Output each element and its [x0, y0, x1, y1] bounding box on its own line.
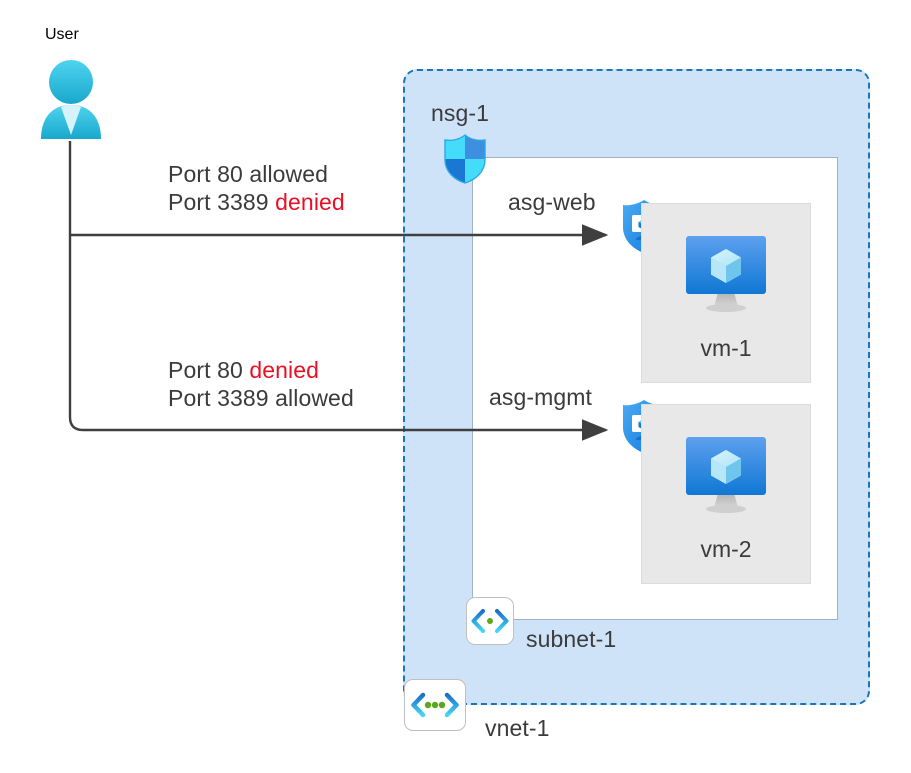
user-icon	[37, 57, 105, 141]
vm-1-card: vm-1	[641, 203, 811, 383]
vm-2-label: vm-2	[700, 536, 752, 562]
flow-mgmt-rules: Port 80 denied Port 3389 allowed	[168, 356, 354, 412]
vnet-label: vnet-1	[485, 715, 550, 741]
asg-web-label: asg-web	[508, 189, 596, 215]
virtual-machine-icon	[678, 232, 774, 318]
shield-icon	[443, 134, 487, 184]
flow-mgmt-rule-2-prefix: Port 3389	[168, 385, 276, 411]
flow-mgmt-rule-line-1: Port 80 denied	[168, 356, 354, 384]
flow-mgmt-rule-2-status: allowed	[275, 385, 354, 411]
flow-web-rule-2-prefix: Port 3389	[168, 189, 276, 215]
flow-web-rule-1-status: allowed	[249, 161, 329, 187]
nsg-label: nsg-1	[431, 100, 490, 126]
vm-2-card: vm-2	[641, 404, 811, 584]
flow-mgmt-rule-1-prefix: Port 80	[168, 357, 250, 383]
flow-web-rule-line-1: Port 80 allowed	[168, 160, 345, 188]
asg-mgmt-label: asg-mgmt	[489, 384, 593, 410]
user-label: User	[45, 26, 79, 43]
flow-mgmt-rule-1-status: denied	[249, 357, 320, 383]
subnet-label: subnet-1	[526, 626, 617, 652]
vm-1-label: vm-1	[700, 335, 752, 361]
flow-web-rules: Port 80 allowed Port 3389 denied	[168, 160, 345, 216]
subnet-icon	[466, 597, 514, 645]
virtual-machine-icon	[678, 433, 774, 519]
flow-mgmt-rule-line-2: Port 3389 allowed	[168, 384, 354, 412]
vnet-icon	[404, 679, 466, 731]
flow-web-rule-2-status: denied	[275, 189, 345, 215]
flow-web-rule-1-prefix: Port 80	[168, 161, 250, 187]
flow-web-rule-line-2: Port 3389 denied	[168, 188, 345, 216]
